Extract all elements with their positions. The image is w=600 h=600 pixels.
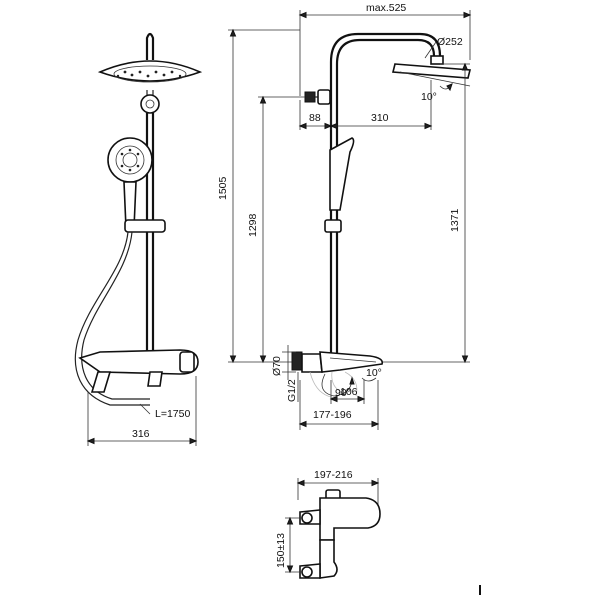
wall-bracket-upper <box>304 91 316 103</box>
hose-length-label: L=1750 <box>155 408 190 420</box>
side-riser <box>329 32 442 355</box>
shower-arm-top <box>145 32 155 60</box>
bottom-mixer-body <box>319 497 381 541</box>
body-depth-label: 177-196 <box>313 409 352 421</box>
arm-offset-label: 88 <box>309 112 321 124</box>
corner-mark <box>479 585 481 595</box>
bottom-view: 197-216 150±13 <box>275 469 381 579</box>
front-view: L=1750 316 <box>74 32 203 446</box>
front-width-label: 316 <box>132 428 150 440</box>
inlet-diameter-label: Ø70 <box>271 356 283 376</box>
spout-tilt-label: 10° <box>366 367 382 379</box>
slider-clamp <box>124 219 166 233</box>
side-shower-head <box>391 63 472 79</box>
thermostat-mixer-icon <box>78 349 199 393</box>
max-width-label: max.525 <box>366 2 406 14</box>
connection-spacing-label: 150±13 <box>275 533 287 568</box>
lever-angle-label: 90° <box>335 387 351 399</box>
head-tilt-label: 10° <box>421 91 437 103</box>
head-joint <box>140 94 160 114</box>
shower-hose <box>74 231 150 406</box>
head-diameter-label: Ø252 <box>437 36 463 48</box>
hand-shower-icon <box>107 137 153 229</box>
arm-length-label: 310 <box>371 112 389 124</box>
spout-projection-label: 106 <box>340 386 358 398</box>
shower-head-icon <box>97 60 203 83</box>
thread-label: G1/2 <box>286 379 298 402</box>
bar-height-label: 1298 <box>247 213 259 237</box>
side-wall-inlet <box>291 351 303 371</box>
total-height-label: 1505 <box>217 176 229 200</box>
side-mixer-body <box>319 351 384 373</box>
head-height-label: 1371 <box>449 208 461 232</box>
bottom-width-label: 197-216 <box>314 469 353 481</box>
side-hand-shower <box>329 137 355 211</box>
side-view: max.525 Ø252 10° 88 310 1505 1298 <box>217 2 472 430</box>
